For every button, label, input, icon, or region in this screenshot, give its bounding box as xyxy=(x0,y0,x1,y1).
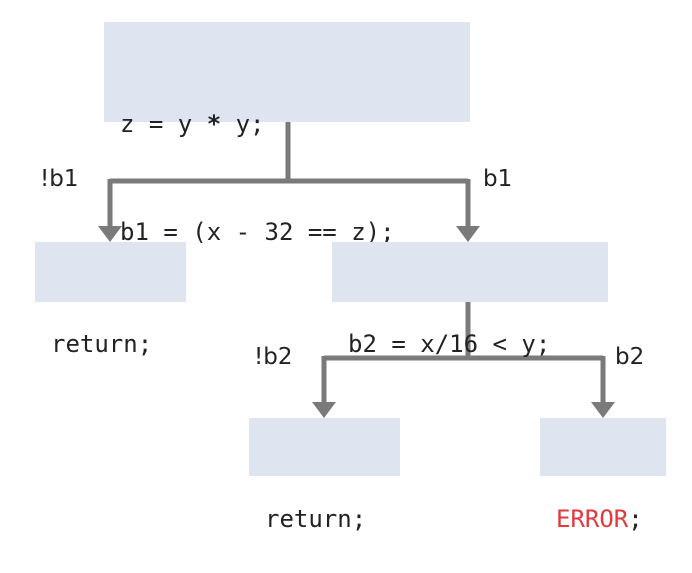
error-node: ERROR; xyxy=(540,418,666,533)
error-suffix: ; xyxy=(628,505,643,533)
return-left-text: return; xyxy=(51,330,153,358)
edge-label-not-b1: !b1 xyxy=(40,166,79,192)
edge-label-b2: b2 xyxy=(615,344,645,370)
root-line-2: b1 = (x - 32 == z); xyxy=(120,218,395,246)
arrow-not-b1 xyxy=(98,226,122,242)
error-text: ERROR xyxy=(556,505,629,533)
root-line-1-right: y; xyxy=(221,110,265,138)
condition-b2-node: b2 = x/16 < y; xyxy=(332,242,608,358)
arrow-not-b2 xyxy=(312,402,336,418)
condition-b2-text: b2 = x/16 < y; xyxy=(348,330,551,358)
multiply-operator: * xyxy=(206,110,222,138)
root-line-1-left: z = y xyxy=(120,110,207,138)
return-node-left: return; xyxy=(35,242,186,358)
error-line: ERROR; xyxy=(556,501,666,537)
edge-label-b1: b1 xyxy=(483,166,513,192)
arrow-b1 xyxy=(456,226,480,242)
root-line-1: z = y * y; xyxy=(120,106,470,142)
root-node: z = y * y; b1 = (x - 32 == z); xyxy=(104,22,470,246)
flow-edges xyxy=(98,122,615,418)
return-bottom-text: return; xyxy=(265,505,367,533)
return-node-bottom: return; xyxy=(249,418,400,533)
edge-label-not-b2: !b2 xyxy=(254,344,293,370)
arrow-b2 xyxy=(591,402,615,418)
